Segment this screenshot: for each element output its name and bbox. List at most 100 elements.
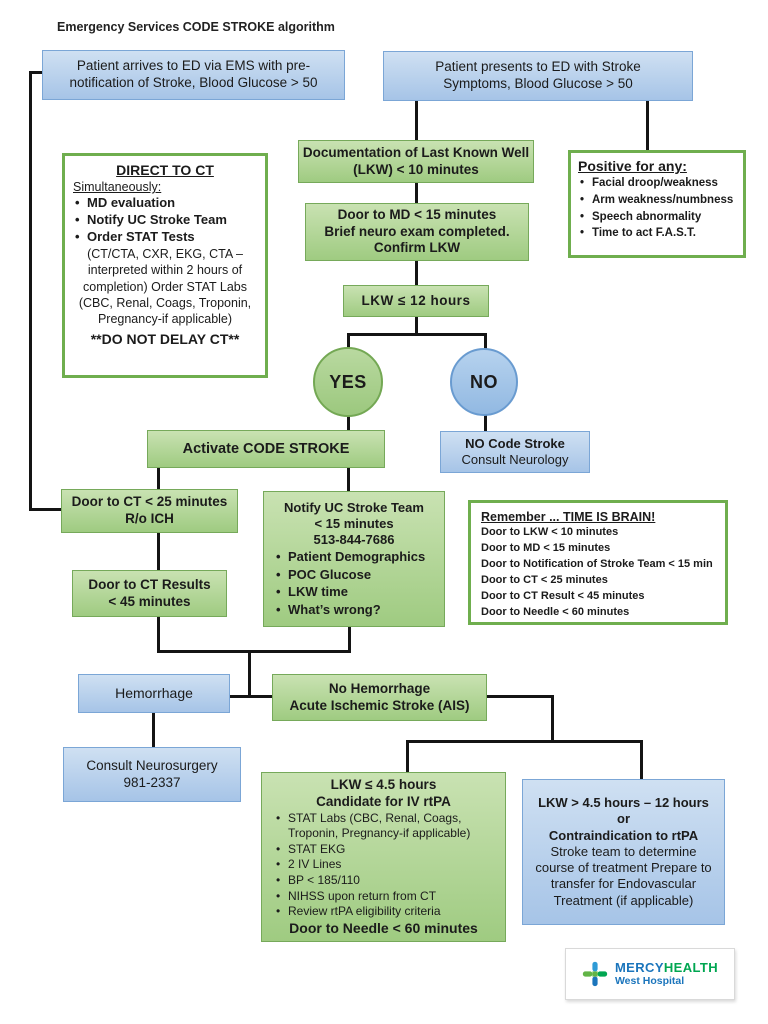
connector-line bbox=[157, 616, 160, 653]
connector-line bbox=[415, 316, 418, 334]
node-line: R/o ICH bbox=[125, 511, 174, 526]
decision-label: NO bbox=[470, 371, 498, 392]
connector-line bbox=[415, 100, 418, 142]
positive-bullet-list: Facial droop/weakness Arm weakness/numbn… bbox=[578, 175, 736, 242]
decision-no-circle: NO bbox=[450, 348, 518, 416]
node-line: Door to MD < 15 minutes bbox=[337, 206, 497, 222]
node-no-hemorrhage-ais: No Hemorrhage Acute Ischemic Stroke (AIS… bbox=[272, 674, 487, 721]
node-line: Candidate for IV rtPA bbox=[316, 793, 451, 809]
node-consult-neurosurgery: Consult Neurosurgery 981-2337 bbox=[63, 747, 241, 802]
node-line: Door to CT < 25 minutes bbox=[71, 494, 228, 510]
connector-line bbox=[29, 508, 63, 511]
title-suffix: algorithm bbox=[274, 20, 335, 34]
decision-label: YES bbox=[329, 371, 367, 392]
node-line: 513-844-7686 bbox=[313, 532, 395, 548]
remember-lines: Door to LKW < 10 minutes Door to MD < 15… bbox=[481, 525, 715, 621]
logo-subtitle: West Hospital bbox=[614, 975, 685, 988]
remember-line: Door to Needle < 60 minutes bbox=[481, 605, 630, 618]
node-patient-presents-ed: Patient presents to ED with Stroke Sympt… bbox=[383, 51, 693, 101]
node-text: Patient arrives to ED via EMS with pre-n… bbox=[69, 58, 318, 90]
connector-line bbox=[415, 181, 418, 204]
bullet-item: STAT Labs (CBC, Renal, Coags, Troponin, … bbox=[274, 811, 497, 842]
node-lkw-gt-45-contraindication: LKW > 4.5 hours – 12 hours or Contraindi… bbox=[522, 779, 725, 925]
node-door-to-ct: Door to CT < 25 minutes R/o ICH bbox=[61, 489, 238, 533]
node-text: Patient presents to ED with Stroke Sympt… bbox=[435, 59, 641, 91]
connector-line bbox=[152, 712, 155, 748]
panel-title: Remember ... TIME IS BRAIN! bbox=[481, 510, 656, 524]
connector-line bbox=[646, 100, 649, 150]
node-line: NO Code Stroke bbox=[465, 435, 565, 451]
bullet-item: LKW time bbox=[274, 583, 425, 601]
connector-line bbox=[348, 626, 351, 653]
connector-line bbox=[157, 466, 160, 490]
node-door-to-ct-results: Door to CT Results < 45 minutes bbox=[72, 570, 227, 617]
bullet-item: 2 IV Lines bbox=[274, 857, 497, 873]
connector-line bbox=[484, 333, 487, 350]
panel-time-is-brain: Remember ... TIME IS BRAIN! Door to LKW … bbox=[468, 500, 728, 625]
panel-title: DIRECT TO CT bbox=[116, 162, 214, 178]
node-lkw-12-hours: LKW ≤ 12 hours bbox=[343, 285, 489, 317]
node-patient-arrives-ems: Patient arrives to ED via EMS with pre-n… bbox=[42, 50, 345, 100]
node-line: No Hemorrhage bbox=[328, 680, 431, 696]
panel-direct-to-ct: DIRECT TO CT Simultaneously: MD evaluati… bbox=[62, 153, 268, 378]
node-line: < 45 minutes bbox=[108, 593, 191, 609]
title-strong: CODE STROKE bbox=[182, 20, 275, 34]
node-line: Confirm LKW bbox=[373, 240, 461, 256]
bullet-item: Review rtPA eligibility criteria bbox=[274, 904, 497, 920]
node-text: LKW ≤ 12 hours bbox=[361, 292, 471, 308]
node-line: < 15 minutes bbox=[314, 515, 394, 531]
decision-yes-circle: YES bbox=[313, 347, 383, 417]
notify-bullet-list: Patient Demographics POC Glucose LKW tim… bbox=[274, 548, 425, 618]
connector-line bbox=[406, 740, 409, 772]
node-door-to-md: Door to MD < 15 minutes Brief neuro exam… bbox=[305, 203, 529, 261]
node-line: 981-2337 bbox=[123, 774, 181, 790]
connector-line bbox=[640, 740, 643, 779]
bullet-item: STAT EKG bbox=[274, 842, 497, 858]
node-line: LKW > 4.5 hours – 12 hours bbox=[538, 795, 709, 811]
bullet-item: What’s wrong? bbox=[274, 601, 425, 619]
lkw45-bullet-list: STAT Labs (CBC, Renal, Coags, Troponin, … bbox=[274, 811, 497, 920]
connector-line bbox=[157, 532, 160, 571]
logo-word-mercy: MERCY bbox=[614, 959, 664, 975]
direct-bullet-list: MD evaluation Notify UC Stroke Team Orde… bbox=[73, 195, 227, 246]
remember-line: Door to CT Result < 45 minutes bbox=[481, 590, 645, 602]
node-line: LKW ≤ 4.5 hours bbox=[330, 776, 437, 792]
bullet-item: POC Glucose bbox=[274, 566, 425, 584]
bullet-item: NIHSS upon return from CT bbox=[274, 889, 497, 905]
node-line: Consult Neurosurgery bbox=[86, 757, 218, 773]
panel-body: (CT/CTA, CXR, EKG, CTA – interpreted wit… bbox=[78, 247, 252, 327]
mercy-health-logo: MERCYHEALTH West Hospital bbox=[565, 948, 735, 1000]
bullet-item: Patient Demographics bbox=[274, 548, 425, 566]
remember-line: Door to MD < 15 minutes bbox=[481, 542, 611, 555]
connector-line bbox=[347, 333, 350, 349]
title-prefix: Emergency Services bbox=[57, 20, 183, 34]
node-line: Notify UC Stroke Team bbox=[284, 499, 424, 515]
panel-title: Positive for any: bbox=[578, 158, 687, 174]
connector-line bbox=[157, 650, 351, 653]
panel-footer: **DO NOT DELAY CT** bbox=[90, 331, 240, 348]
connector-line bbox=[484, 415, 487, 432]
connector-line bbox=[406, 740, 643, 743]
panel-subtitle: Simultaneously: bbox=[73, 180, 162, 195]
node-line: Acute Ischemic Stroke (AIS) bbox=[289, 697, 470, 713]
bullet-item: Notify UC Stroke Team bbox=[73, 212, 227, 229]
bullet-item: Time to act F.A.S.T. bbox=[578, 225, 736, 242]
bullet-item: Facial droop/weakness bbox=[578, 175, 736, 192]
connector-line bbox=[347, 333, 487, 336]
logo-word-health: HEALTH bbox=[663, 959, 719, 975]
node-activate-code-stroke: Activate CODE STROKE bbox=[147, 430, 385, 468]
node-notify-uc-stroke-team: Notify UC Stroke Team < 15 minutes 513-8… bbox=[263, 491, 445, 627]
bullet-item: BP < 185/110 bbox=[274, 873, 497, 889]
node-lkw-45-candidate-rtpa: LKW ≤ 4.5 hours Candidate for IV rtPA ST… bbox=[261, 772, 506, 942]
node-text: Hemorrhage bbox=[115, 684, 193, 701]
connector-line bbox=[347, 466, 350, 492]
bullet-item: Arm weakness/numbness bbox=[578, 192, 736, 209]
node-footer: Door to Needle < 60 minutes bbox=[289, 919, 478, 936]
page-title: Emergency Services CODE STROKE algorithm bbox=[57, 20, 335, 34]
node-line: Door to CT Results bbox=[88, 576, 211, 592]
node-line: Contraindication to rtPA bbox=[548, 827, 699, 843]
bullet-item: MD evaluation bbox=[73, 195, 227, 212]
mercy-health-cross-icon bbox=[582, 961, 608, 987]
bullet-item: Speech abnormality bbox=[578, 209, 736, 226]
